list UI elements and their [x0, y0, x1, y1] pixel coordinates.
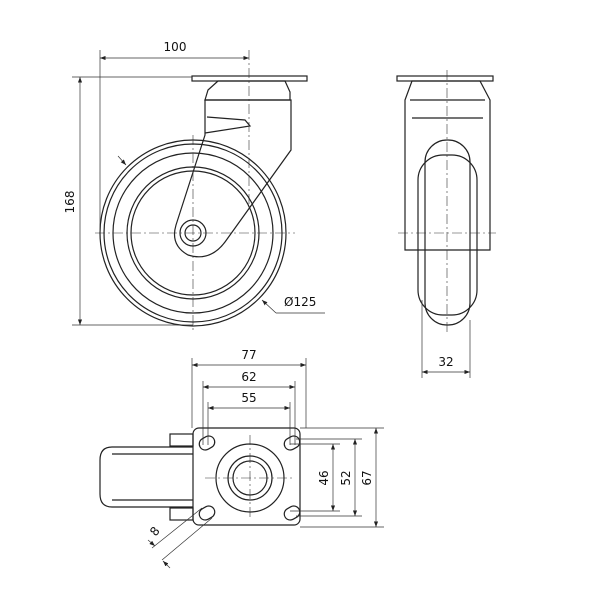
- side-view: 32: [396, 70, 496, 378]
- front-height-dimension: 168: [63, 191, 77, 214]
- hole-spacing-y-inner-dimension: 46: [317, 470, 331, 485]
- hole-spacing-x-inner-dimension: 55: [241, 391, 256, 405]
- wheel-width-dimension: 32: [438, 355, 453, 369]
- front-width-dimension: 100: [164, 40, 187, 54]
- hole-spacing-y-outer-dimension: 52: [339, 470, 353, 485]
- plate-width-dimension: 77: [241, 348, 256, 362]
- front-view: 100 168 Ø125: [63, 40, 325, 333]
- wheel-diameter-dimension: Ø125: [284, 295, 316, 309]
- hole-diameter-dimension: 8: [147, 524, 163, 539]
- hole-spacing-x-outer-dimension: 62: [241, 370, 256, 384]
- top-view: 77 62 55 46 52 67 8: [99, 348, 384, 569]
- plate-height-dimension: 67: [360, 470, 374, 485]
